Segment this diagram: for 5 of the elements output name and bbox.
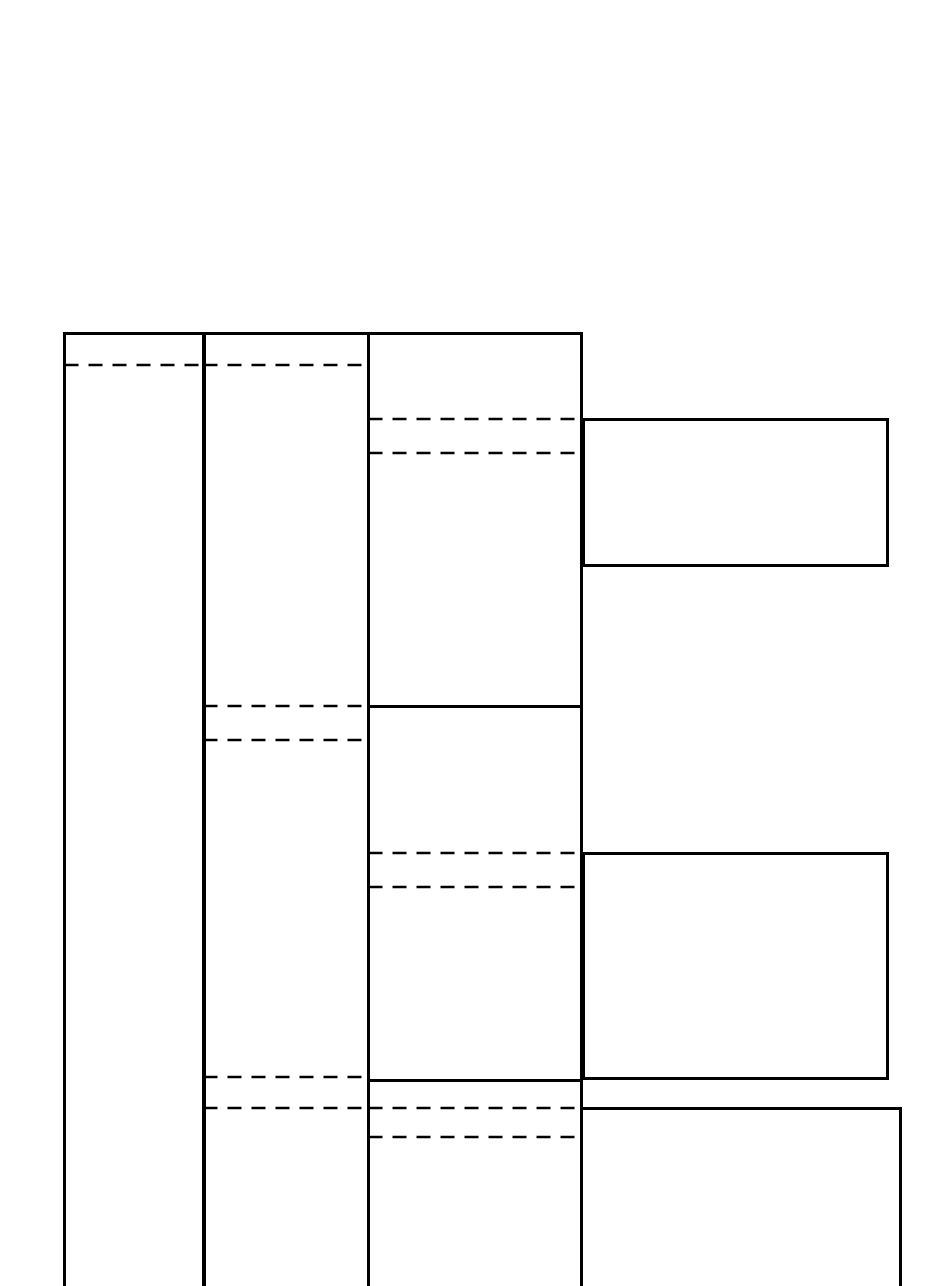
empty-box [63,332,206,1286]
empty-box [202,332,370,1286]
empty-box [582,852,889,1080]
empty-box [367,332,583,708]
empty-box [582,418,889,567]
